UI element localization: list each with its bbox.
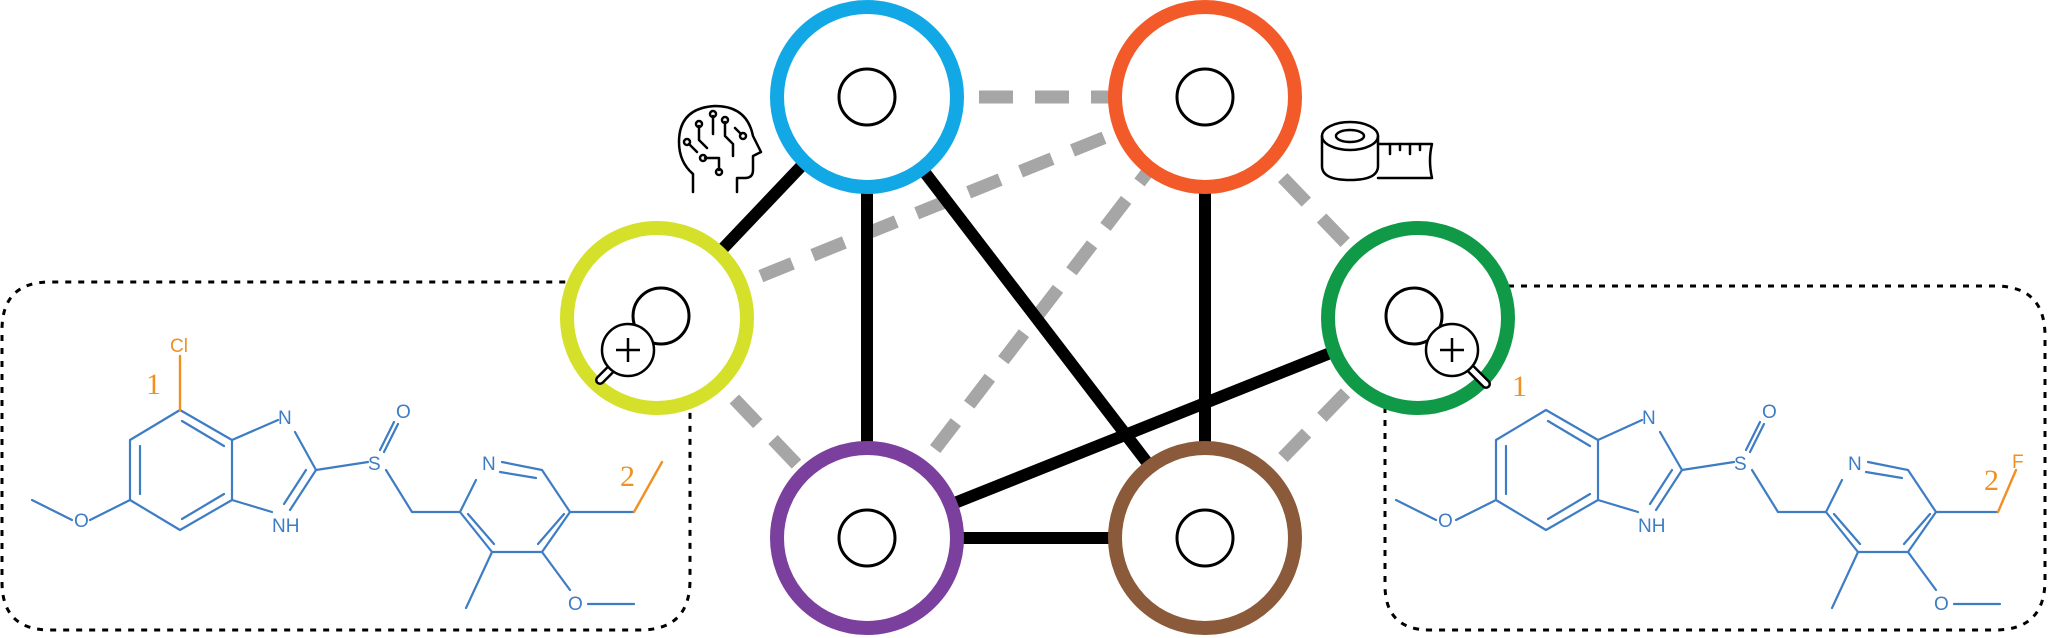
atom-label: Cl (170, 336, 188, 357)
node-center-yellow (631, 286, 691, 346)
edge-layer (652, 90, 1423, 544)
node-ring-purple (770, 441, 964, 635)
node-center-green (1384, 286, 1444, 346)
node-blue (770, 0, 964, 194)
atom-label: F (2012, 452, 2024, 473)
node-orange (1108, 0, 1302, 194)
zoom-in-magnifier-icon (595, 322, 656, 385)
node-ring-brown (1108, 441, 1302, 635)
left-molecule: O N NH S O N O Cl 1 2 (30, 336, 664, 615)
site-label-2: 2 (1984, 464, 1999, 497)
atom-label: N (278, 408, 292, 429)
atom-label: S (1734, 454, 1747, 475)
measuring-tape-icon (1320, 120, 1434, 182)
solid-edge-purple-green (864, 312, 1421, 544)
site-label-1: 1 (146, 368, 161, 401)
atom-label: O (1934, 594, 1949, 615)
zoom-in-magnifier-icon (1424, 322, 1491, 389)
atom-label: O (74, 511, 89, 532)
dashed-edge-yellow-orange (654, 90, 1208, 325)
atom-label: O (568, 594, 583, 615)
node-center-orange (1175, 67, 1235, 127)
node-center-brown (1175, 508, 1235, 568)
node-center-purple (837, 508, 897, 568)
node-center-blue (837, 67, 897, 127)
node-ring-orange (1108, 0, 1302, 194)
atom-label: O (396, 402, 411, 423)
brain-circuit-icon (677, 104, 763, 194)
atom-label: N (1848, 454, 1862, 475)
node-layer (560, 0, 1515, 635)
node-purple (770, 441, 964, 635)
atom-label: S (368, 454, 381, 475)
node-ring-blue (770, 0, 964, 194)
right-molecule: O N NH S O N O F 2 1 (1394, 370, 2024, 615)
atom-label: NH (272, 516, 299, 537)
node-ring-yellow (560, 221, 754, 415)
site-label-2: 2 (620, 460, 635, 493)
node-yellow (560, 221, 754, 415)
atom-label: NH (1638, 516, 1665, 537)
atom-label: N (1642, 408, 1656, 429)
site-label-1: 1 (1512, 370, 1527, 403)
atom-label: N (482, 454, 496, 475)
node-brown (1108, 441, 1302, 635)
atom-label: O (1438, 511, 1453, 532)
atom-label: O (1762, 402, 1777, 423)
